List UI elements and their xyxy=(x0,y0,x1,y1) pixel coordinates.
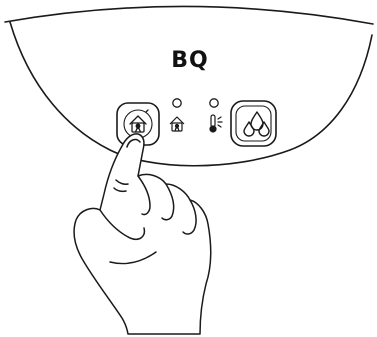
child-lock-indicator-icon xyxy=(170,117,184,131)
panel-outline xyxy=(10,22,372,166)
brand-logo: BQ xyxy=(160,48,220,74)
panel-top-edge xyxy=(5,6,373,24)
indicator-led-right xyxy=(210,99,218,107)
indicator-led-left xyxy=(173,99,181,107)
pointing-hand xyxy=(74,134,211,334)
indicator-leds xyxy=(173,99,218,107)
control-panel xyxy=(5,6,373,165)
water-drops-button[interactable] xyxy=(231,101,276,146)
thermometer-heat-icon xyxy=(210,115,222,132)
